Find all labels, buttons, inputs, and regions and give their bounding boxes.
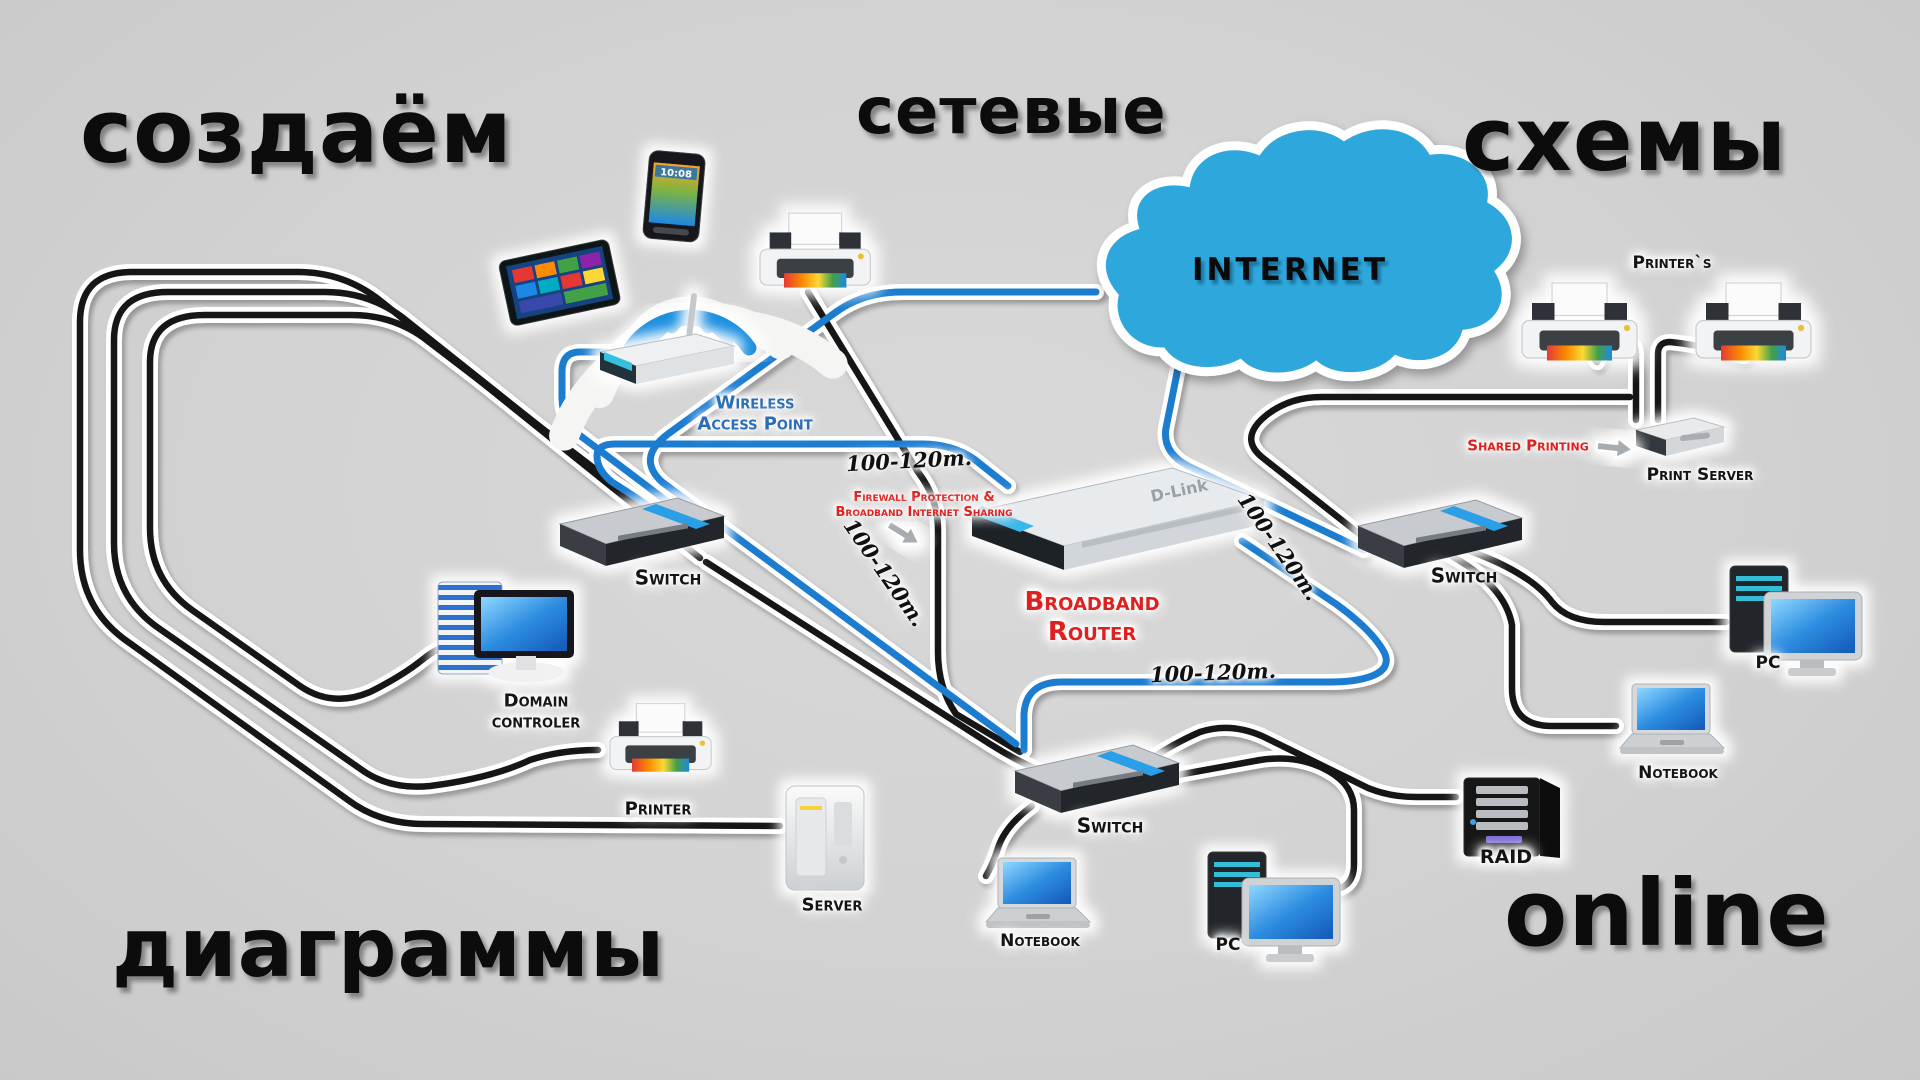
pc-right-label: PC	[1755, 653, 1781, 674]
shared-printing-arrow-icon	[1595, 436, 1635, 460]
domain-controller-device	[437, 581, 574, 682]
raid-device	[1463, 777, 1560, 858]
headline-schemes: схемы	[1462, 88, 1788, 191]
printer-right-1-device	[1521, 282, 1638, 361]
printer-left-label: Printer	[624, 798, 692, 820]
server-label: Server	[801, 894, 863, 916]
broadband-router-label-line1: Broadband	[1024, 587, 1160, 618]
notebook-center-label: Notebook	[1000, 931, 1080, 952]
firewall-note-line1: Firewall Protection &	[853, 490, 995, 506]
distance-label-center-switch: 100-120m.	[1149, 657, 1277, 688]
headline-diagrams: диаграммы	[112, 901, 666, 996]
firewall-note-label: Firewall Protection & Broadband Internet…	[835, 490, 1013, 521]
switch-center-device	[1013, 744, 1181, 813]
switch-left-device	[558, 497, 726, 566]
switch-right-device	[1356, 499, 1524, 568]
printer-left-device	[609, 703, 712, 772]
wireless-access-point-label: Wireless Access Point	[697, 393, 812, 434]
raid-label: RAID	[1479, 846, 1533, 869]
wireless-access-point-label-line1: Wireless	[715, 392, 795, 414]
broadband-router-label-line2: Router	[1047, 617, 1137, 647]
notebook-right-label: Notebook	[1638, 763, 1718, 784]
wireless-access-point-label-line2: Access Point	[697, 413, 813, 434]
pc-right-device	[1729, 565, 1863, 676]
broadband-router-device: D-Link	[970, 467, 1266, 570]
domain-controller-label-line1: Domain	[503, 690, 569, 712]
shared-printing-label: Shared Printing	[1467, 436, 1589, 455]
print-server-label: Print Server	[1646, 465, 1754, 486]
printer-top-device	[759, 212, 872, 288]
printers-top-label: Printer`s	[1632, 253, 1712, 274]
smartphone-device: 10:08	[642, 150, 706, 243]
internet-label: INTERNET	[1192, 252, 1388, 288]
server-device	[785, 785, 865, 891]
switch-left-label: Switch	[634, 565, 702, 590]
broadband-router-label: Broadband Router	[1024, 587, 1160, 648]
headline-online: online	[1504, 860, 1830, 967]
printer-right-2-device	[1695, 282, 1812, 361]
internet-cloud	[1096, 120, 1521, 382]
switch-center-label: Switch	[1076, 813, 1144, 838]
firewall-arrow-icon	[885, 519, 921, 545]
domain-controller-label: Domain controler	[492, 691, 581, 732]
firewall-note-line2: Broadband Internet Sharing	[835, 505, 1013, 520]
headline-network: сетевые	[856, 75, 1167, 149]
wireless-access-point-device	[598, 293, 736, 384]
svg-text:10:08: 10:08	[660, 167, 693, 181]
pc-center-device	[1207, 851, 1341, 962]
domain-controller-label-line2: controler	[491, 711, 581, 732]
notebook-right-device	[1618, 683, 1726, 754]
print-server-device	[1634, 417, 1726, 456]
tablet-device	[498, 239, 621, 326]
notebook-center-device	[984, 857, 1092, 928]
headline-create: создаём	[80, 80, 513, 183]
switch-right-label: Switch	[1430, 563, 1498, 588]
pc-center-label: PC	[1215, 935, 1241, 956]
